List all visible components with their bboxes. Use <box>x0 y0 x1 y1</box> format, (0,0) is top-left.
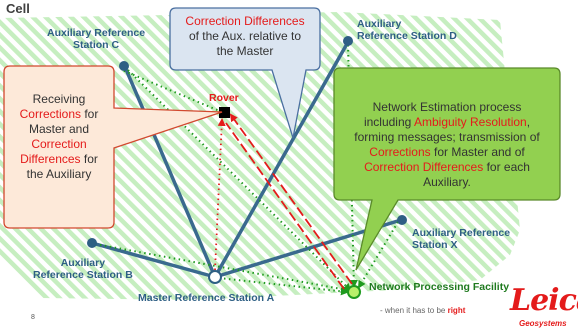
top-callout-text: Correction Differences of the Aux. relat… <box>170 14 320 59</box>
master-to-rover-dotted <box>214 118 226 271</box>
rover-link-line <box>121 69 223 113</box>
facility-to-rover-dashed-1 <box>229 113 353 285</box>
right-callout-line2-pre: including <box>363 115 414 129</box>
top-callout-shape <box>169 7 321 139</box>
station-d-label: Auxiliary Reference Station D <box>357 18 457 42</box>
master-station-label: Master Reference Station A <box>138 292 275 304</box>
left-callout-line2-rest: for <box>81 107 99 121</box>
right-callout-line3: forming messages; transmission of <box>354 130 540 144</box>
right-callout-ambiguity-resolution: Ambiguity Resolution <box>413 115 527 129</box>
left-callout-differences: Differences <box>20 152 81 166</box>
left-callout-line5-rest: for <box>80 152 98 166</box>
station-x-marker <box>397 215 407 225</box>
right-callout-correction-differences: Correction Differences <box>364 160 484 174</box>
left-callout-line3: Master and <box>28 122 90 136</box>
footer-tagline-emphasis: right <box>447 306 466 315</box>
station-markers <box>87 36 407 248</box>
station-c-marker <box>119 61 129 71</box>
baseline-master-b <box>90 241 217 279</box>
baseline-master-c <box>123 65 217 279</box>
station-c-label-line1: Auxiliary Reference <box>47 27 146 39</box>
left-callout-corrections: Corrections <box>19 107 81 121</box>
page-number: 8 <box>31 314 35 321</box>
station-d-label-line1: Auxiliary <box>357 18 402 30</box>
right-callout-line5-rest: for each <box>483 160 530 174</box>
right-callout-line2-post: , <box>526 115 531 129</box>
station-b-marker <box>87 238 97 248</box>
network-facility-label: Network Processing Facility <box>369 281 510 293</box>
left-callout-line2: Corrections for <box>4 107 114 122</box>
right-callout-line4: Corrections for Master and of <box>334 145 560 160</box>
flow-c-to-facility <box>127 69 352 292</box>
baseline-master-d <box>213 40 350 279</box>
right-callout-line6: Auxiliary. <box>423 175 471 189</box>
facility-to-rover-dashed-2 <box>225 122 345 290</box>
left-callout-line1: Receiving <box>32 92 86 106</box>
station-c-label-line2: Station C <box>72 39 120 51</box>
leica-logo-subtitle: Geosystems <box>519 319 567 328</box>
left-callout-line5: Differences for <box>4 152 114 167</box>
right-callout-text: Network Estimation process including Amb… <box>334 100 560 190</box>
correction-flows <box>214 113 353 290</box>
right-callout-line5: Correction Differences for each <box>334 160 560 175</box>
station-b-label-line1: Auxiliary <box>60 257 106 269</box>
flow-master-to-facility <box>218 277 349 296</box>
left-callout-text: Receiving Corrections for Master and Cor… <box>4 92 114 182</box>
left-callout-shape <box>3 65 223 229</box>
top-callout-line2: of the Aux. relative to <box>188 29 302 43</box>
station-d-label-line2: Reference Station D <box>357 30 457 42</box>
station-x-label-line1: Auxiliary Reference <box>412 227 511 239</box>
station-b-label: Auxiliary Reference Station B <box>33 257 133 281</box>
right-callout-line1: Network Estimation process <box>372 100 522 114</box>
left-callout-line6: the Auxiliary <box>26 167 92 181</box>
station-b-label-line2: Reference Station B <box>33 269 133 281</box>
rover-marker <box>219 107 230 118</box>
top-callout-line3: the Master <box>216 44 274 58</box>
station-x-label-line2: Station X <box>412 239 458 251</box>
top-callout-line1: Correction Differences <box>185 14 305 28</box>
master-station-marker <box>208 270 222 284</box>
right-callout-line2: including Ambiguity Resolution, <box>334 115 560 130</box>
station-x-label: Auxiliary Reference Station X <box>412 227 510 251</box>
footer-tagline-text: - when it has to be <box>380 306 448 315</box>
right-callout-shape <box>333 67 561 271</box>
station-d-marker <box>343 36 353 46</box>
right-callout-corrections: Corrections <box>369 145 431 159</box>
network-facility-marker <box>347 285 361 299</box>
station-c-label: Auxiliary Reference Station C <box>47 27 145 51</box>
left-callout-line4: Correction <box>31 137 87 151</box>
cell-title: Cell <box>6 1 30 16</box>
leica-logo-wordmark: Leica <box>510 283 578 318</box>
right-callout-line4-rest: for Master and of <box>430 145 525 159</box>
rover-label: Rover <box>209 92 239 104</box>
footer-tagline: - when it has to be right <box>380 306 465 315</box>
